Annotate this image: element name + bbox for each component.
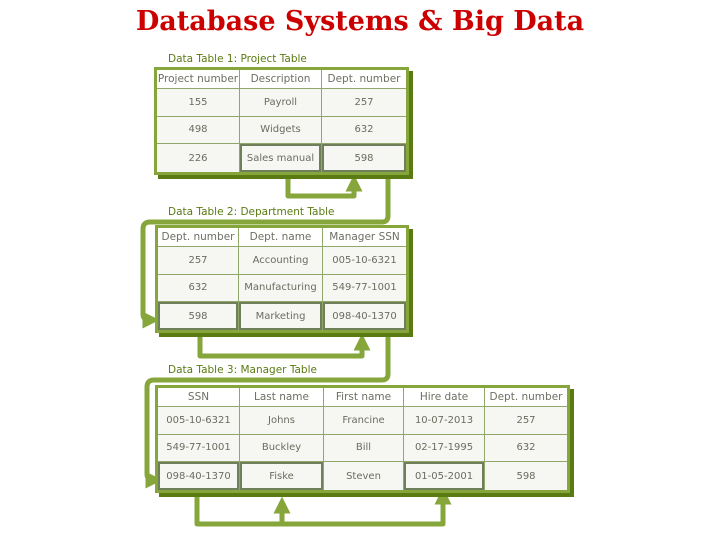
slide-title: Database Systems & Big Data bbox=[135, 6, 585, 37]
arrow-department-ssn-link bbox=[197, 333, 371, 359]
table-row: 098-40-1370 Fiske Steven 01-05-2001 598 bbox=[156, 461, 569, 492]
table-cell-highlighted: Sales manual bbox=[239, 143, 322, 174]
table-cell: Johns bbox=[239, 406, 324, 435]
column-header: Project number bbox=[155, 68, 240, 89]
table-row: 257 Accounting 005-10-6321 bbox=[156, 246, 408, 275]
table-row: 598 Marketing 098-40-1370 bbox=[156, 301, 408, 332]
table-cell: Accounting bbox=[238, 246, 323, 275]
department-table-caption: Data Table 2: Department Table bbox=[168, 206, 335, 218]
table-cell: Steven bbox=[323, 461, 404, 492]
table-cell: Francine bbox=[323, 406, 404, 435]
table-header-row: Dept. number Dept. name Manager SSN bbox=[156, 226, 408, 247]
table-cell: 226 bbox=[155, 143, 240, 174]
table-cell: 02-17-1995 bbox=[403, 433, 485, 463]
column-header: Dept. number bbox=[321, 68, 408, 89]
table-header-row: Project number Description Dept. number bbox=[155, 68, 408, 89]
table-cell-highlighted: 098-40-1370 bbox=[322, 301, 408, 332]
table-cell: Payroll bbox=[239, 88, 322, 117]
table-cell: Buckley bbox=[239, 433, 324, 463]
table-cell: 257 bbox=[484, 406, 569, 435]
manager-table: SSN Last name First name Hire date Dept.… bbox=[155, 385, 570, 493]
column-header: Last name bbox=[239, 386, 324, 407]
arrow-manager-bottom-link-right bbox=[279, 487, 452, 527]
table-cell-highlighted: Fiske bbox=[239, 461, 324, 492]
arrow-project-to-department bbox=[140, 173, 391, 329]
project-table: Project number Description Dept. number … bbox=[154, 67, 409, 175]
column-header: Manager SSN bbox=[322, 226, 408, 247]
table-row: 549-77-1001 Buckley Bill 02-17-1995 632 bbox=[156, 433, 569, 463]
table-cell: Widgets bbox=[239, 115, 322, 145]
column-header: SSN bbox=[156, 386, 240, 407]
table-cell: 632 bbox=[484, 433, 569, 463]
column-header: Dept. name bbox=[238, 226, 323, 247]
table-row: 632 Manufacturing 549-77-1001 bbox=[156, 273, 408, 303]
column-header: Description bbox=[239, 68, 322, 89]
table-cell: 005-10-6321 bbox=[156, 406, 240, 435]
table-cell-highlighted: 598 bbox=[156, 301, 239, 332]
column-header: First name bbox=[323, 386, 404, 407]
table-cell: 632 bbox=[321, 115, 408, 145]
table-cell: 598 bbox=[484, 461, 569, 492]
arrow-project-dept-link bbox=[285, 174, 363, 199]
table-cell: 498 bbox=[155, 115, 240, 145]
table-cell: 632 bbox=[156, 273, 239, 303]
table-cell-highlighted: Marketing bbox=[238, 301, 323, 332]
table-cell: 549-77-1001 bbox=[156, 433, 240, 463]
manager-table-caption: Data Table 3: Manager Table bbox=[168, 364, 317, 376]
project-table-caption: Data Table 1: Project Table bbox=[168, 53, 307, 65]
table-cell: 549-77-1001 bbox=[322, 273, 408, 303]
table-cell-highlighted: 01-05-2001 bbox=[403, 461, 485, 492]
table-cell: Manufacturing bbox=[238, 273, 323, 303]
table-row: 005-10-6321 Johns Francine 10-07-2013 25… bbox=[156, 406, 569, 435]
column-header: Hire date bbox=[403, 386, 485, 407]
arrow-manager-bottom-link-left bbox=[194, 494, 291, 527]
column-header: Dept. number bbox=[484, 386, 569, 407]
table-cell: 005-10-6321 bbox=[322, 246, 408, 275]
table-cell-highlighted: 598 bbox=[321, 143, 408, 174]
table-cell: Bill bbox=[323, 433, 404, 463]
department-table: Dept. number Dept. name Manager SSN 257 … bbox=[155, 225, 409, 333]
table-cell: 257 bbox=[156, 246, 239, 275]
table-cell: 155 bbox=[155, 88, 240, 117]
table-row: 498 Widgets 632 bbox=[155, 115, 408, 145]
arrow-department-to-manager bbox=[144, 333, 391, 489]
table-row: 155 Payroll 257 bbox=[155, 88, 408, 117]
table-cell: 10-07-2013 bbox=[403, 406, 485, 435]
table-header-row: SSN Last name First name Hire date Dept.… bbox=[156, 386, 569, 407]
column-header: Dept. number bbox=[156, 226, 239, 247]
table-cell: 257 bbox=[321, 88, 408, 117]
table-row: 226 Sales manual 598 bbox=[155, 143, 408, 174]
table-cell-highlighted: 098-40-1370 bbox=[156, 461, 240, 492]
